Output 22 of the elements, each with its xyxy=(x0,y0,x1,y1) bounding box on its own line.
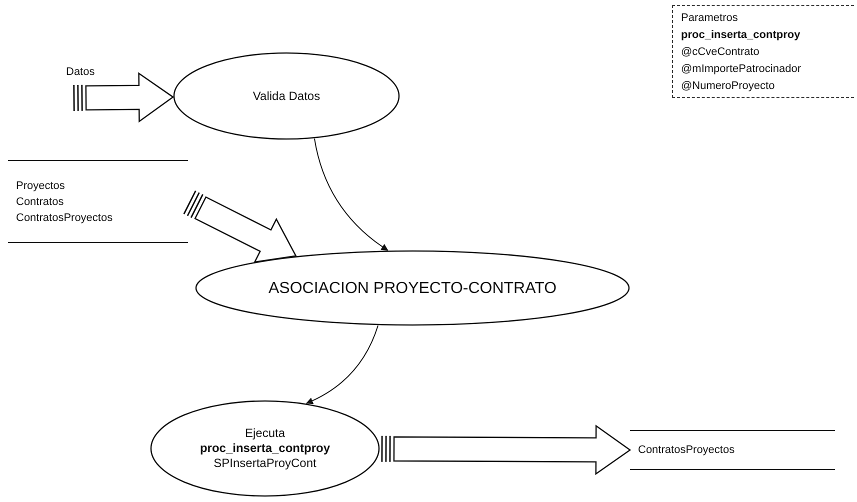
parameter-panel xyxy=(672,5,854,98)
store-text: ContratosProyectos xyxy=(16,210,114,226)
process-text: Ejecuta xyxy=(244,426,286,441)
curved-arrow xyxy=(314,138,388,251)
process-text: Valida Datos xyxy=(252,88,320,104)
data-store xyxy=(630,430,835,470)
store-text: Contratos xyxy=(16,194,65,210)
process-text: SPInsertaProyCont xyxy=(214,456,316,471)
process-ellipse xyxy=(173,52,400,140)
process-text: ASOCIACION PROYECTO-CONTRATO xyxy=(268,280,557,296)
process-ellipse xyxy=(195,250,630,326)
parameter-text: Parametros xyxy=(681,11,739,26)
store-text: Proyectos xyxy=(16,178,66,194)
parameter-text: proc_inserta_contproy xyxy=(681,28,802,43)
store-text: ContratosProyectos xyxy=(638,443,736,458)
data-store xyxy=(8,160,188,243)
parameter-text: @cCveContrato xyxy=(681,45,760,60)
parameter-text: @NumeroProyecto xyxy=(681,79,776,94)
curved-arrow xyxy=(306,325,379,404)
process-text: proc_inserta_contproy xyxy=(200,441,330,456)
process-ellipse xyxy=(150,400,380,497)
parameter-text: @mImportePatrocinador xyxy=(681,62,802,77)
